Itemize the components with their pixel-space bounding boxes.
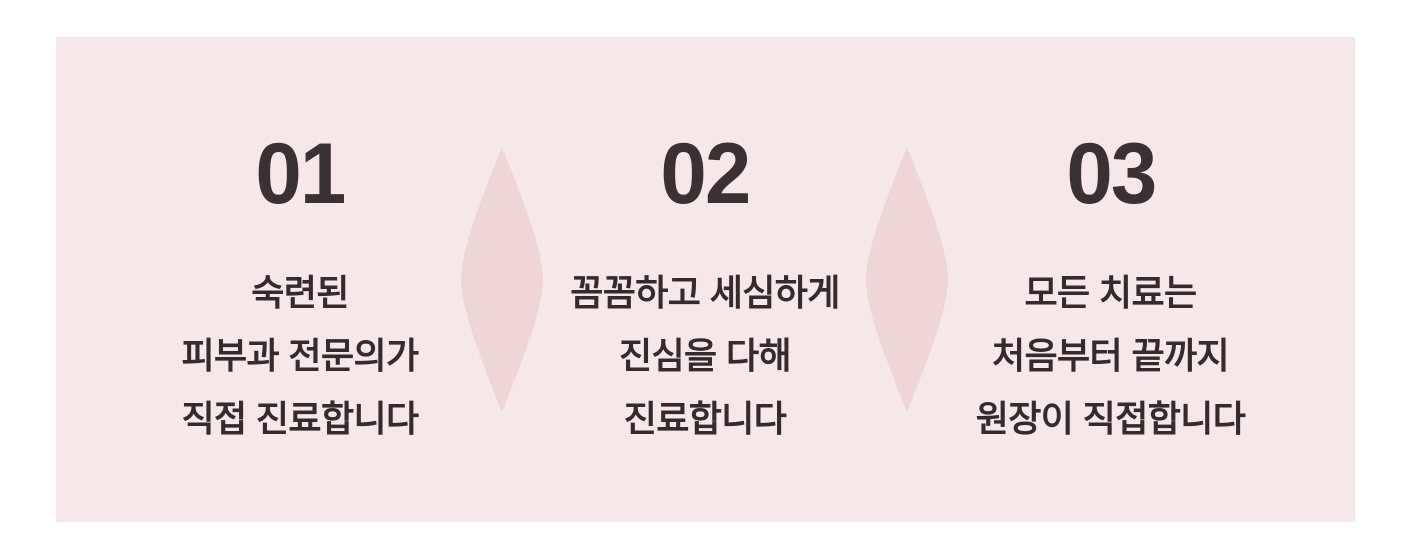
feature-line: 처음부터 끝까지	[991, 335, 1230, 376]
feature-text-01: 숙련된 피부과 전문의가 직접 진료합니다	[181, 261, 419, 450]
feature-item-01: 01 숙련된 피부과 전문의가 직접 진료합니다	[56, 37, 544, 522]
feature-number-01: 01	[255, 126, 347, 222]
feature-line: 숙련된	[251, 272, 349, 313]
feature-panel: 01 숙련된 피부과 전문의가 직접 진료합니다 02 꼼꼼하고 세심하게 진심…	[56, 37, 1355, 522]
feature-line: 피부과 전문의가	[181, 335, 419, 376]
feature-columns: 01 숙련된 피부과 전문의가 직접 진료합니다 02 꼼꼼하고 세심하게 진심…	[56, 37, 1355, 522]
feature-text-02: 꼼꼼하고 세심하게 진심을 다해 진료합니다	[570, 261, 840, 450]
feature-text-03: 모든 치료는 처음부터 끝까지 원장이 직접합니다	[976, 261, 1246, 450]
feature-line: 직접 진료합니다	[181, 398, 419, 439]
feature-line: 모든 치료는	[1024, 272, 1197, 313]
feature-line: 꼼꼼하고 세심하게	[570, 272, 840, 313]
feature-number-03: 03	[1066, 126, 1157, 222]
feature-line: 진료합니다	[623, 398, 787, 439]
feature-number-02: 02	[660, 126, 752, 222]
feature-item-03: 03 모든 치료는 처음부터 끝까지 원장이 직접합니다	[866, 37, 1355, 522]
feature-item-02: 02 꼼꼼하고 세심하게 진심을 다해 진료합니다	[544, 37, 866, 522]
feature-line: 진심을 다해	[618, 335, 792, 376]
feature-line: 원장이 직접합니다	[975, 398, 1246, 439]
